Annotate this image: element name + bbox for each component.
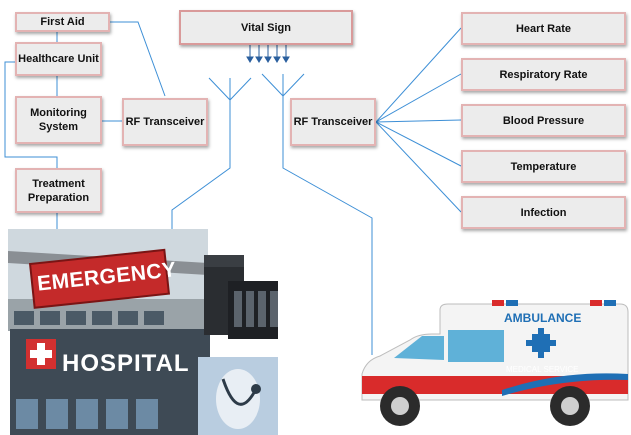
hospital-sign-text: HOSPITAL	[62, 350, 190, 377]
line-rf-heartrate	[375, 27, 462, 123]
vital-sign-label: Vital Sign	[241, 21, 291, 34]
line-rf-resprate	[375, 73, 462, 123]
vital-sign-box: Vital Sign	[179, 10, 353, 45]
ambulance-title: AMBULANCE	[504, 311, 582, 325]
temperature-box: Temperature	[461, 150, 626, 183]
monitoring-system-box: Monitoring System	[15, 96, 102, 144]
line-rf-bloodpressure	[375, 119, 462, 123]
antenna-right	[261, 73, 373, 355]
heart-rate-label: Heart Rate	[515, 22, 572, 35]
healthcare-unit-box: Healthcare Unit	[15, 42, 102, 76]
line-rf-temperature	[375, 121, 462, 167]
treatment-preparation-box: Treatment Preparation	[15, 168, 102, 213]
first-aid-label: First Aid	[40, 16, 85, 28]
first-aid-box: First Aid	[15, 12, 110, 32]
line-rf-infection	[375, 121, 462, 213]
healthcare-unit-label: Healthcare Unit	[18, 53, 99, 65]
treatment-preparation-label: Treatment Preparation	[27, 177, 90, 204]
rf-transceiver-left-label: RF Transceiver	[125, 116, 205, 128]
rf-transceiver-left-box: RF Transceiver	[122, 98, 208, 146]
respiratory-rate-box: Respiratory Rate	[461, 58, 626, 91]
heart-rate-box: Heart Rate	[461, 12, 626, 45]
monitoring-system-label: Monitoring System	[30, 107, 87, 133]
ambulance-subtitle: MEDICAL SERVICE	[506, 365, 579, 374]
rf-transceiver-right-box: RF Transceiver	[290, 98, 376, 146]
ambulance-image	[361, 300, 629, 426]
line-firstaid-rf	[110, 21, 166, 97]
blood-pressure-box: Blood Pressure	[461, 104, 626, 137]
temperature-label: Temperature	[510, 160, 577, 173]
emergency-sign	[28, 248, 171, 309]
line-healthcare-treatment	[4, 61, 58, 168]
infection-label: Infection	[520, 206, 567, 219]
rf-transceiver-right-label: RF Transceiver	[293, 116, 373, 128]
respiratory-rate-label: Respiratory Rate	[499, 68, 588, 81]
blood-pressure-label: Blood Pressure	[502, 114, 585, 127]
hospital-image	[8, 229, 278, 435]
infection-box: Infection	[461, 196, 626, 229]
